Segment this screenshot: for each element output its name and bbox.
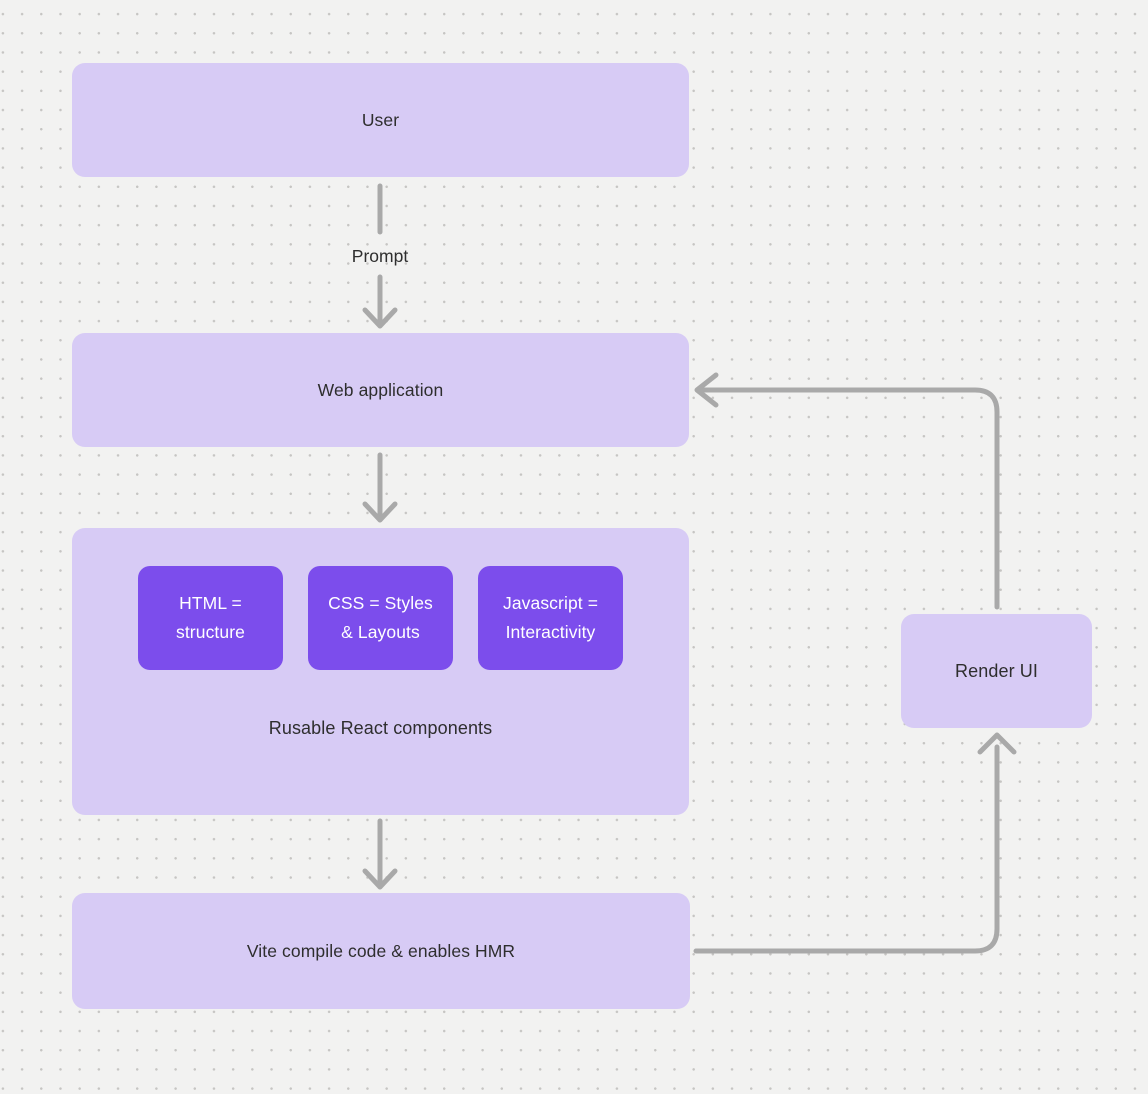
node-vite[interactable]: Vite compile code & enables HMR (72, 893, 690, 1009)
node-javascript[interactable]: Javascript = Interactivity (478, 566, 623, 670)
edge-label-prompt: Prompt (351, 246, 409, 266)
arrow-up-icon (977, 732, 1017, 755)
node-web-application-label: Web application (317, 379, 444, 400)
node-render-ui[interactable]: Render UI (901, 614, 1092, 728)
node-react-components-label: Rusable React components (268, 718, 493, 738)
node-css-line2: & Layouts (341, 622, 420, 642)
arrow-down-icon (362, 501, 398, 523)
arrow-vite-to-renderui (693, 732, 1017, 954)
node-react-components-group[interactable]: HTML = structure CSS = Styles & Layouts … (72, 528, 689, 815)
node-css[interactable]: CSS = Styles & Layouts (308, 566, 453, 670)
arrow-components-to-vite (362, 818, 398, 890)
node-javascript-line1: Javascript = (502, 593, 599, 613)
arrow-renderui-to-webapp (694, 372, 1000, 610)
node-web-application[interactable]: Web application (72, 333, 689, 447)
node-render-ui-label: Render UI (955, 660, 1038, 681)
node-vite-label: Vite compile code & enables HMR (246, 940, 516, 961)
node-css-line1: CSS = Styles (328, 593, 433, 613)
node-user-label: User (361, 109, 400, 130)
node-javascript-line2: Interactivity (505, 622, 596, 642)
arrow-down-icon (362, 868, 398, 890)
arrow-webapp-to-components (362, 452, 398, 523)
node-user[interactable]: User (72, 63, 689, 177)
node-html-line1: HTML = (179, 593, 242, 613)
arrow-left-icon (694, 372, 719, 408)
node-html-line2: structure (176, 622, 245, 642)
node-html[interactable]: HTML = structure (138, 566, 283, 670)
arrow-down-icon (362, 307, 398, 329)
